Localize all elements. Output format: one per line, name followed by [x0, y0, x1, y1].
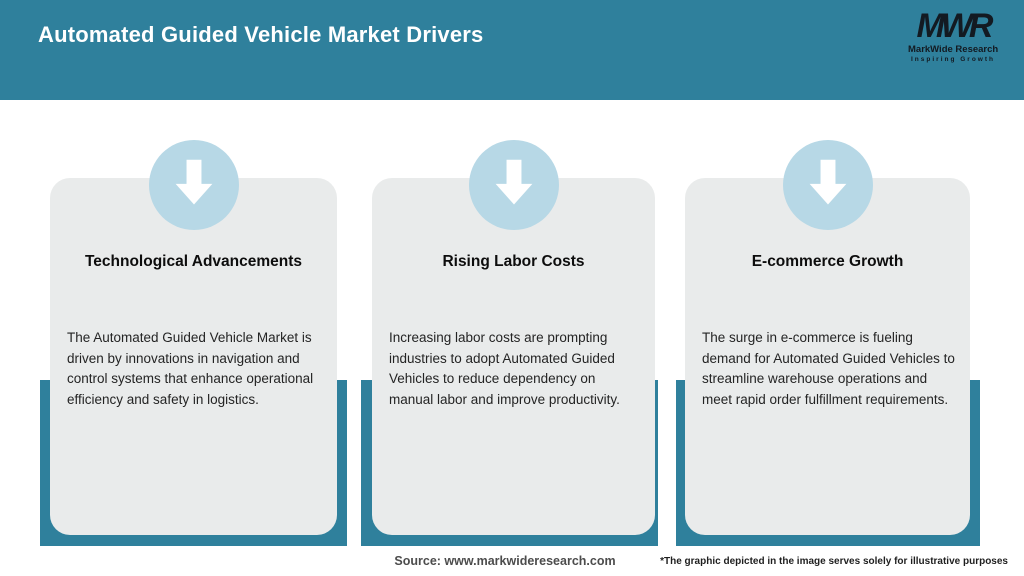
down-arrow-badge [149, 140, 239, 230]
source-text: Source: www.markwideresearch.com [394, 554, 616, 568]
card-title: E-commerce Growth [751, 253, 904, 270]
logo-acronym: MWR [916, 7, 994, 45]
driver-card-ecommerce-growth: E-commerce Growth The surge in e-commerc… [685, 178, 970, 535]
driver-card-rising-labor-costs: Rising Labor Costs Increasing labor cost… [372, 178, 655, 535]
driver-card-technological-advancements: Technological Advancements The Automated… [50, 178, 337, 535]
disclaimer-text: *The graphic depicted in the image serve… [660, 556, 1008, 567]
down-arrow-icon [799, 154, 857, 216]
down-arrow-badge [469, 140, 559, 230]
logo-tagline: Inspiring Growth [911, 56, 995, 63]
card-title: Rising Labor Costs [442, 253, 585, 270]
header-banner: Automated Guided Vehicle Market Drivers … [0, 0, 1024, 100]
card-body-text: Increasing labor costs are prompting ind… [389, 330, 620, 407]
logo-name: MarkWide Research [908, 44, 999, 55]
markwide-research-logo: MWR MarkWide Research Inspiring Growth [908, 8, 998, 64]
page-title: Automated Guided Vehicle Market Drivers [38, 22, 484, 47]
card-body-text: The Automated Guided Vehicle Market is d… [67, 330, 314, 407]
card-body-text: The surge in e-commerce is fueling deman… [702, 330, 955, 407]
card-title: Technological Advancements [84, 253, 303, 270]
down-arrow-icon [165, 154, 223, 216]
down-arrow-icon [485, 154, 543, 216]
down-arrow-badge [783, 140, 873, 230]
